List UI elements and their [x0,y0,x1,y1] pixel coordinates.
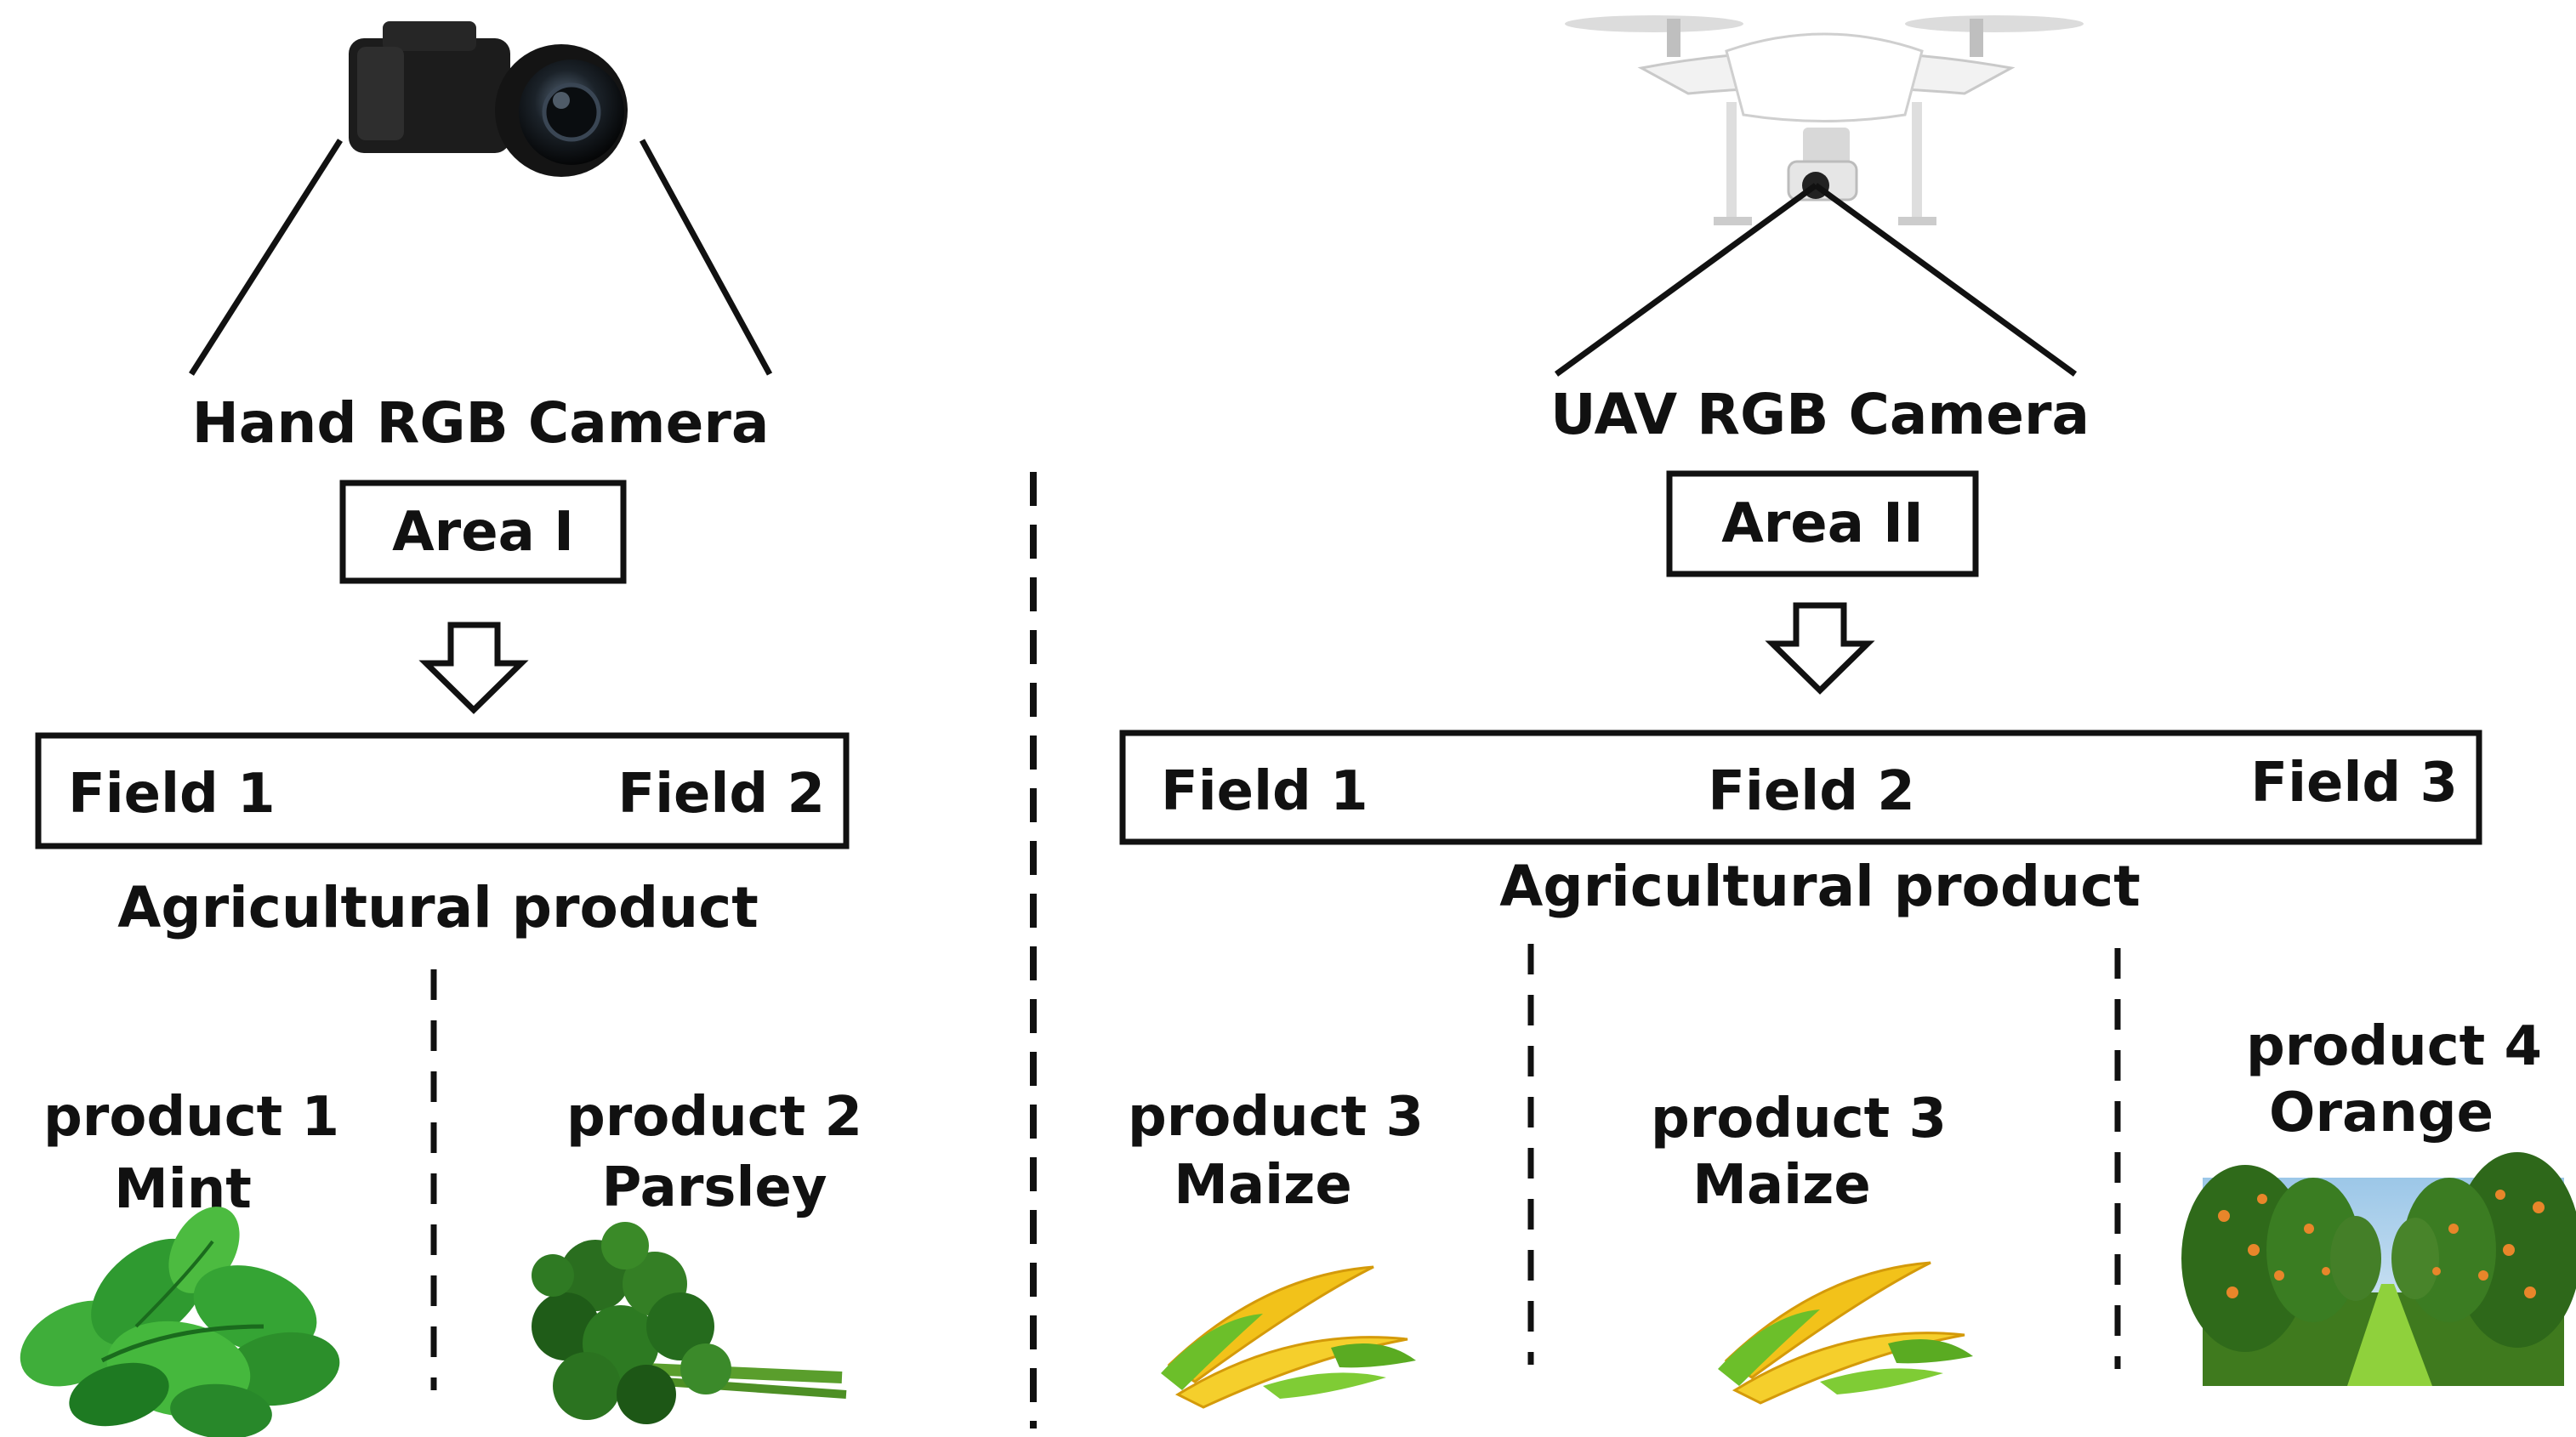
product-3b-name: product 3 [1651,1088,1947,1150]
orange-orchard-icon [2181,1152,2576,1386]
right-agricultural-product-label: Agricultural product [1499,854,2141,919]
right-field-1-label: Field 1 [1161,760,1368,823]
parsley-bunch-icon [532,1222,847,1424]
right-field-3-label: Field 3 [2250,752,2458,815]
area-2-label: Area II [1721,492,1924,555]
mint-leaves-icon [20,1207,340,1437]
right-field-2-label: Field 2 [1708,760,1915,823]
product-1-name: product 1 [43,1086,339,1149]
uav-drone-icon [1565,15,2084,225]
hand-camera-label: Hand RGB Camera [192,390,770,456]
uav-view-line-left [1554,183,1818,377]
product-3b-crop: Maize [1692,1154,1870,1217]
product-4-crop: Orange [2269,1082,2494,1144]
product-3a-crop: Maize [1174,1154,1351,1217]
left-agricultural-product-label: Agricultural product [117,875,759,940]
right-fields-box [1119,730,2482,845]
down-arrow-icon [1765,602,1875,695]
left-field-2-label: Field 2 [617,763,825,826]
uav-view-line-right [1813,183,2078,377]
product-3a-name: product 3 [1128,1086,1424,1149]
camera-view-line-right [639,139,773,376]
maize-corn-icon [1161,1265,1416,1409]
area-1-label: Area I [392,501,574,564]
product-4-name: product 4 [2246,1015,2542,1078]
down-arrow-icon [418,622,529,714]
area-2-box [1666,470,1979,577]
left-field-1-label: Field 1 [68,763,276,826]
camera-view-line-left [189,139,343,376]
product-2-crop: Parsley [601,1156,827,1219]
uav-camera-label: UAV RGB Camera [1550,382,2090,447]
area-1-box [339,480,627,584]
product-2-name: product 2 [566,1086,862,1149]
handheld-camera-icon [349,21,628,177]
product-1-crop: Mint [114,1158,252,1221]
left-fields-box [35,732,850,849]
maize-corn-icon [1718,1261,1973,1405]
